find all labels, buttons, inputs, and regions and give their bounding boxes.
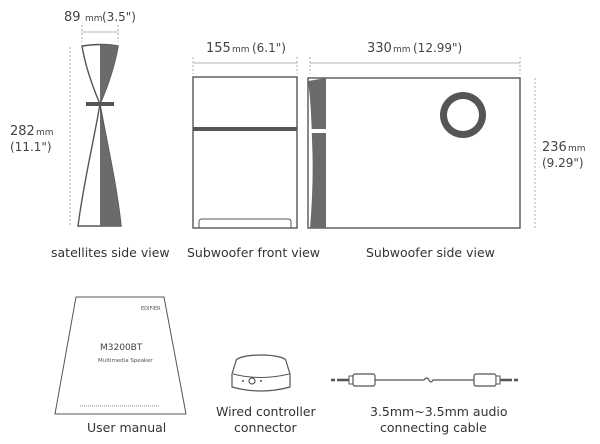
sub-depth-inches: (12.99") <box>413 41 462 55</box>
satellite-speaker-drawing <box>77 43 122 227</box>
cable-label-line2: connecting cable <box>380 420 487 435</box>
satellite-width-inches: (3.5") <box>102 10 136 24</box>
manual-subtitle: Multimedia Speaker <box>98 358 153 364</box>
sub-width-inches: (6.1") <box>252 41 286 55</box>
satellite-side-view-label: satellites side view <box>51 245 170 260</box>
controller-label-line2: connector <box>234 420 297 435</box>
cable-label-line1: 3.5mm~3.5mm audio <box>370 404 508 419</box>
satellite-height-value: 282 <box>10 124 35 139</box>
audio-cable-drawing <box>331 373 518 387</box>
subwoofer-front-view-label: Subwoofer front view <box>187 245 320 260</box>
satellite-width-unit: mm <box>85 14 103 24</box>
satellite-width-value: 89 <box>64 10 81 25</box>
sub-height-inches: (9.29") <box>542 156 584 170</box>
wired-controller-drawing <box>231 354 291 392</box>
manual-model: M3200BT <box>100 343 143 353</box>
user-manual-drawing: EDIFIER M3200BT Multimedia Speaker <box>54 296 187 415</box>
subwoofer-side-view-label: Subwoofer side view <box>366 245 495 260</box>
sub-height-value: 236 <box>542 140 567 155</box>
satellite-width-dimension: 89 mm (3.5") <box>64 10 136 42</box>
controller-label-line1: Wired controller <box>216 404 317 419</box>
sub-depth-unit: mm <box>393 45 411 55</box>
sub-height-dimension: 236 mm (9.29") <box>534 78 586 228</box>
subwoofer-front-drawing <box>192 76 298 229</box>
sub-width-dimension: 155 mm (6.1") <box>192 41 298 74</box>
satellite-height-dimension: 282 mm (11.1") <box>10 47 71 227</box>
sub-height-unit: mm <box>568 144 586 154</box>
subwoofer-side-drawing <box>307 77 521 229</box>
satellite-height-inches: (11.1") <box>10 140 52 154</box>
sub-depth-dimension: 330 mm (12.99") <box>309 41 521 74</box>
satellite-height-unit: mm <box>36 128 54 138</box>
user-manual-label: User manual <box>87 420 166 435</box>
manual-brand: EDIFIER <box>141 306 161 312</box>
sub-width-value: 155 <box>206 41 231 56</box>
sub-width-unit: mm <box>232 45 250 55</box>
sub-depth-value: 330 <box>367 41 392 56</box>
